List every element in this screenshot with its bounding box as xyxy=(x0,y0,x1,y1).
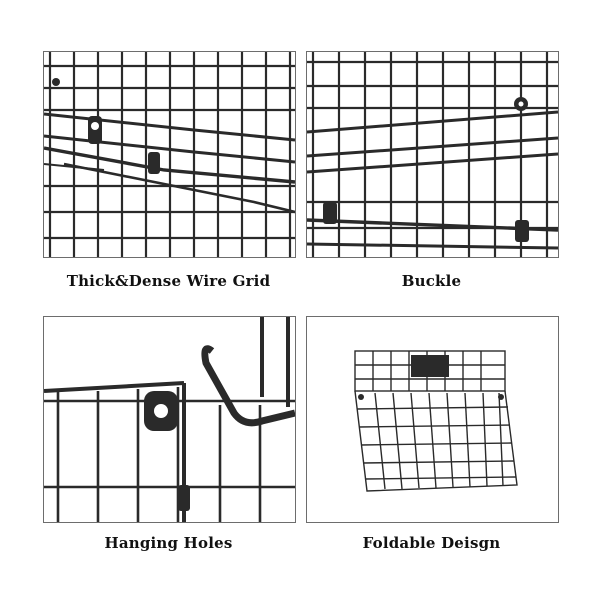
wire-grid-photo xyxy=(43,51,296,258)
foldable-design-photo xyxy=(306,316,559,523)
panel-caption: Foldable Deisgn xyxy=(362,534,501,552)
panel-caption: Hanging Holes xyxy=(104,534,233,552)
hanging-holes-photo xyxy=(43,316,296,523)
folded-basket-illustration xyxy=(354,350,518,492)
buckle-photo xyxy=(306,51,559,258)
buckle-illustration xyxy=(307,52,558,257)
wire-grid-illustration xyxy=(44,52,295,257)
hanging-hook-illustration xyxy=(44,317,295,522)
panel-caption: Thick&Dense Wire Grid xyxy=(66,272,271,290)
panel-caption: Buckle xyxy=(401,272,462,290)
